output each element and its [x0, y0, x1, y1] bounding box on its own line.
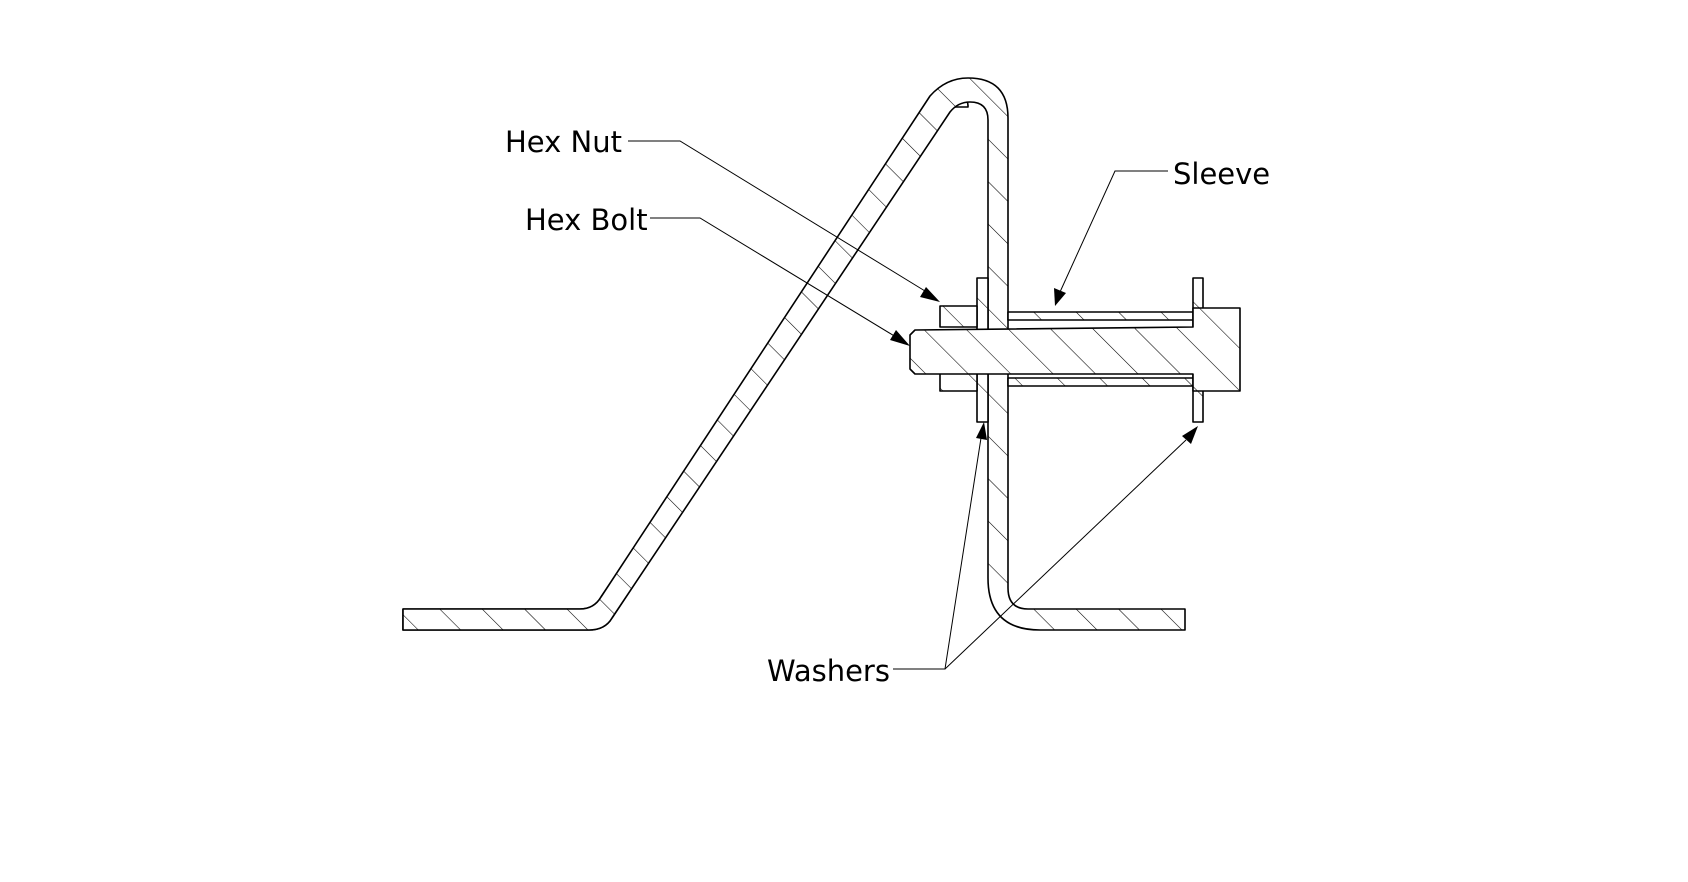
hex-bolt-label: Hex Bolt — [525, 203, 648, 237]
bracket — [402, 77, 1186, 631]
sleeve-leader — [1059, 170, 1168, 293]
sleeve-lower-wall — [1007, 377, 1194, 387]
washers-leader-main — [893, 437, 982, 670]
washers-label: Washers — [767, 654, 890, 688]
sleeve-label: Sleeve — [1173, 157, 1270, 191]
washer-left-arrowhead — [976, 422, 987, 440]
hex-nut-label: Hex Nut — [505, 125, 622, 159]
hex-nut-leader — [628, 140, 926, 292]
leaders — [628, 140, 1198, 670]
sleeve-upper-wall — [1007, 311, 1194, 321]
hex-nut-arrowhead — [920, 287, 940, 302]
sleeve-arrowhead — [1054, 288, 1066, 306]
hex-nut — [939, 305, 978, 392]
washers-leader-branch — [944, 439, 1187, 670]
bracket-apex-and-right-leg — [402, 77, 1186, 631]
hex-nut-upper — [939, 305, 978, 328]
callouts: Hex Nut Hex Bolt Sleeve Washers — [505, 125, 1270, 688]
hex-bolt-leader — [650, 217, 897, 338]
hex-bolt-body — [909, 307, 1241, 392]
hex-bolt-arrowhead — [890, 330, 910, 346]
washer-right-arrowhead — [1182, 426, 1198, 444]
hex-bolt — [909, 307, 1241, 392]
